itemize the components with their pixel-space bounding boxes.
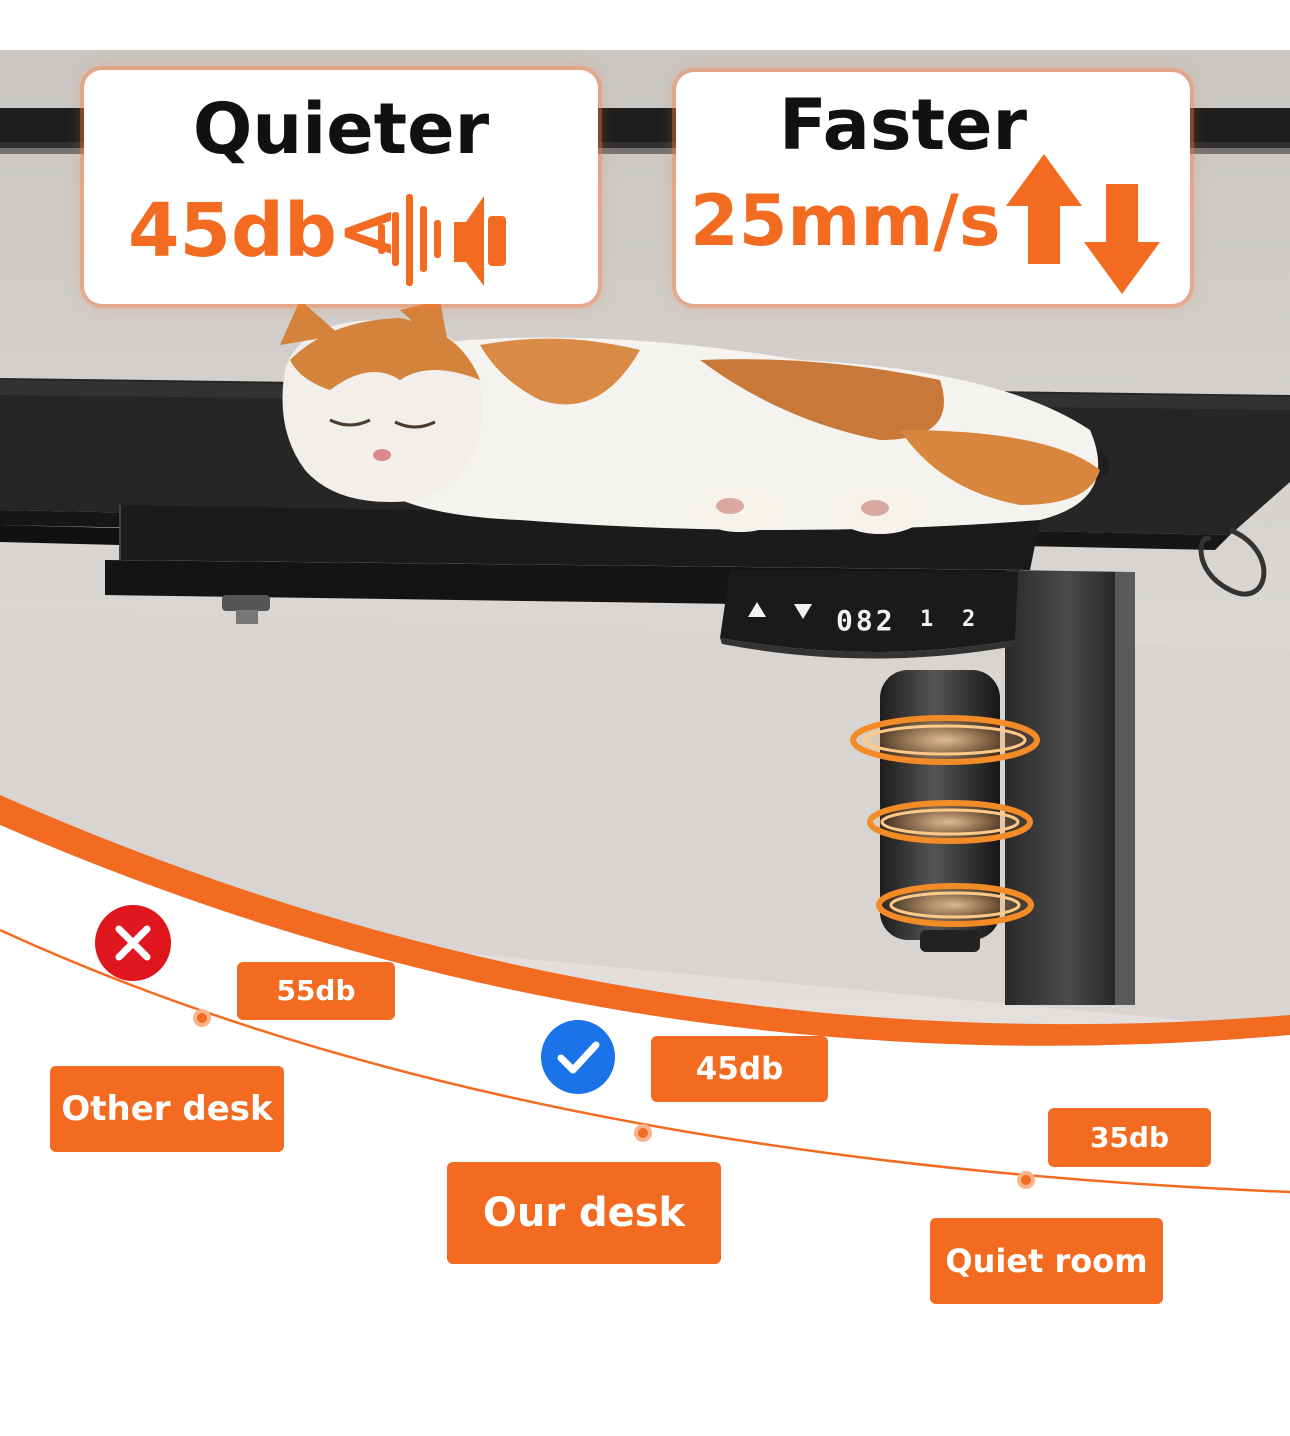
other-desk-label: Other desk [50,1066,284,1152]
quiet-room-db-tag: 35db [1048,1108,1211,1167]
quieter-title: Quieter [192,88,490,170]
quieter-card: Quieter 45db< [84,70,598,304]
height-display: 082 [836,604,896,637]
up-triangle-icon[interactable] [748,602,766,617]
other-desk-marker [193,1009,211,1027]
up-down-arrows-icon [1006,154,1160,294]
quieter-value: 45db< [128,188,399,274]
our-desk-marker [634,1124,652,1142]
faster-card: Faster 25mm/s [676,72,1190,304]
check-badge [541,1020,615,1094]
quiet-room-label: Quiet room [930,1218,1163,1304]
down-triangle-icon[interactable] [794,604,812,619]
quiet-room-marker [1017,1171,1035,1189]
our-desk-db-tag: 45db [651,1036,828,1102]
control-panel: 082 1 2 [730,590,1020,650]
our-desk-label: Our desk [447,1162,721,1264]
preset-1-button[interactable]: 1 [920,607,934,632]
sound-waves-speaker-icon [378,194,506,286]
other-desk-db-tag: 55db [237,962,395,1020]
cross-icon [115,925,151,961]
faster-value: 25mm/s [690,180,1001,262]
faster-title: Faster [778,84,1028,166]
preset-2-button[interactable]: 2 [962,607,976,632]
check-icon [557,1041,600,1074]
cross-badge [95,905,171,981]
